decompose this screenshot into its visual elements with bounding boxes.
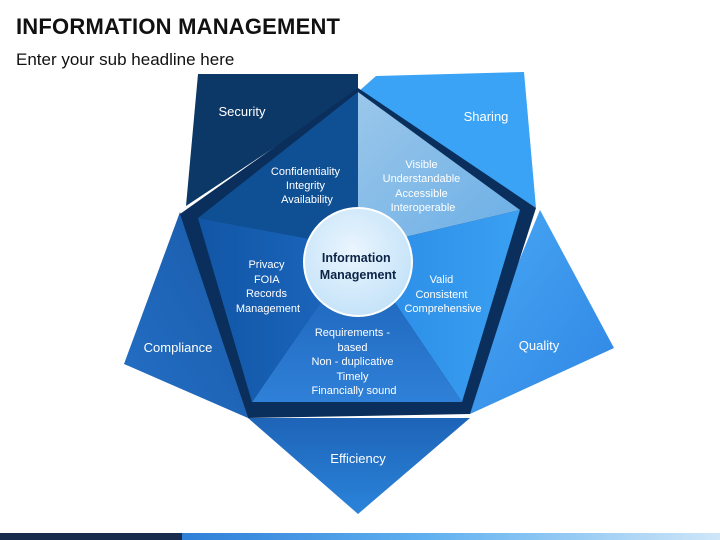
quality-label: Quality (519, 338, 560, 353)
security-label: Security (219, 104, 266, 119)
security-details: Confidentiality Integrity Availability (271, 166, 343, 206)
page-title: INFORMATION MANAGEMENT (16, 14, 341, 39)
compliance-label: Compliance (144, 340, 213, 355)
efficiency-segment (252, 248, 462, 402)
sharing-label: Sharing (464, 109, 509, 124)
center-circle (303, 207, 413, 317)
quality-details: Valid Consistent Comprehensive (404, 274, 481, 315)
compliance-petal (124, 212, 248, 418)
efficiency-petal (248, 418, 470, 514)
sharing-segment (358, 92, 520, 248)
security-segment (198, 92, 358, 248)
security-petal (186, 74, 358, 206)
compliance-details: Privacy FOIA Records Management (236, 259, 300, 315)
efficiency-details: Requirements - based Non - duplicative T… (312, 327, 397, 397)
footer-bar-dark (0, 533, 182, 540)
sharing-petal (358, 72, 536, 208)
quality-petal (464, 210, 614, 414)
sharing-details: Visible Understandable Accessible Intero… (383, 159, 464, 214)
center-label: Information Management (320, 251, 397, 282)
page-subtitle: Enter your sub headline here (16, 50, 235, 69)
efficiency-label: Efficiency (330, 451, 386, 466)
footer-bar (0, 533, 720, 540)
footer-bar-gradient (182, 533, 720, 540)
